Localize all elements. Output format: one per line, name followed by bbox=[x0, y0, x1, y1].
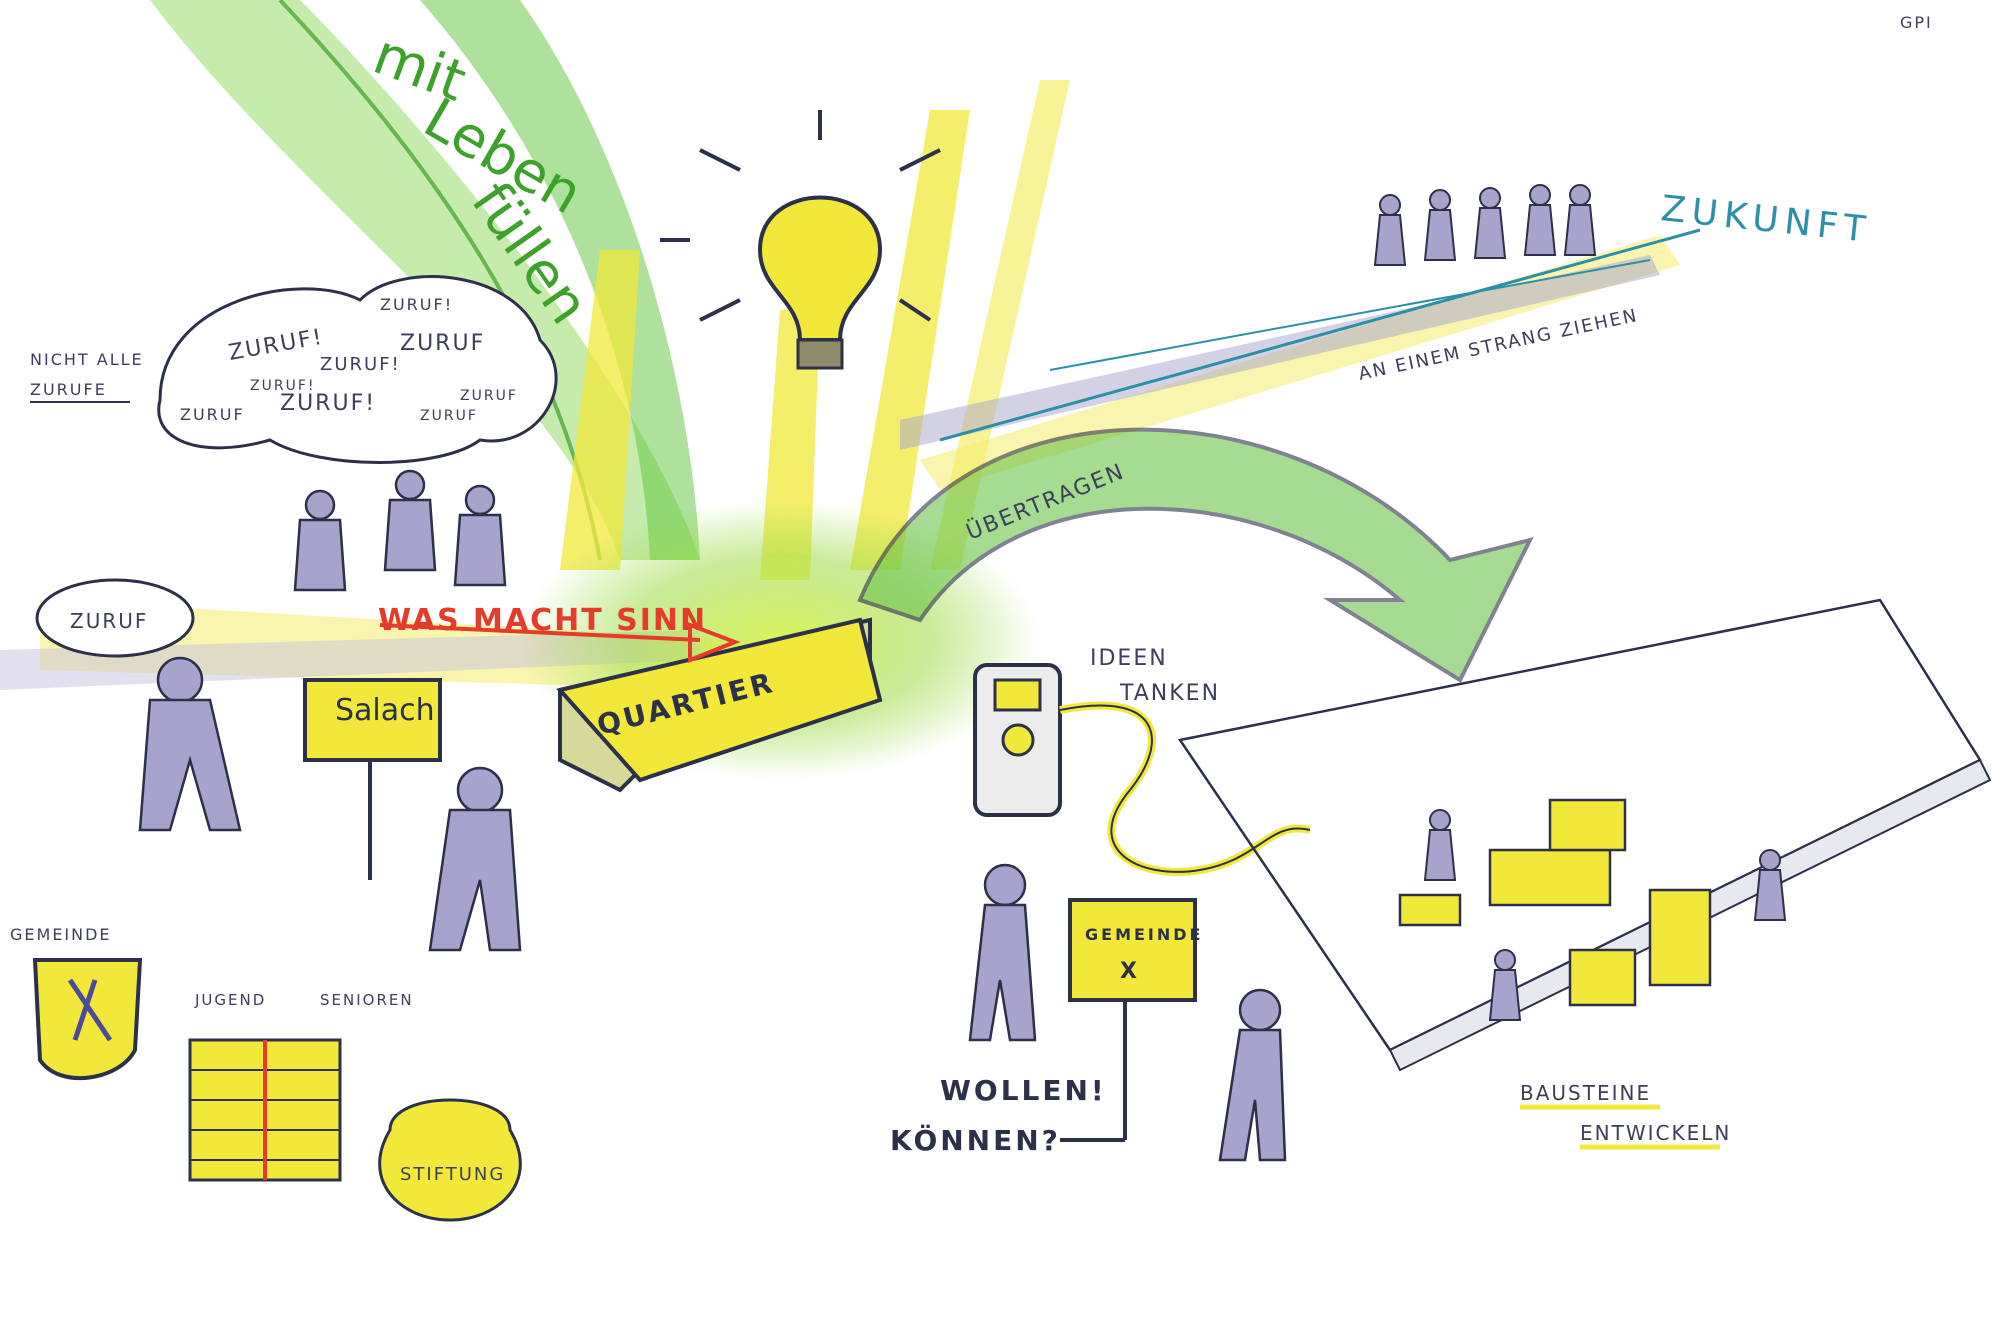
coin-stack: JUGEND SENIOREN bbox=[188, 991, 414, 1182]
people-group-left bbox=[138, 469, 522, 952]
svg-text:WOLLEN!: WOLLEN! bbox=[940, 1074, 1107, 1107]
svg-text:WAS MACHT SINN: WAS MACHT SINN bbox=[378, 603, 707, 638]
svg-text:ENTWICKELN: ENTWICKELN bbox=[1580, 1121, 1731, 1145]
svg-text:ZURUF!: ZURUF! bbox=[250, 378, 315, 394]
svg-text:ZURUF!: ZURUF! bbox=[280, 391, 376, 416]
svg-text:BAUSTEINE: BAUSTEINE bbox=[1520, 1081, 1651, 1105]
gemeinde-shield-icon: GEMEINDE bbox=[10, 925, 143, 1081]
was-macht-sinn: WAS MACHT SINN bbox=[378, 603, 741, 663]
nicht-alle-zurufe: NICHT ALLE ZURUFE bbox=[30, 350, 144, 403]
signature: GPI bbox=[1900, 13, 1933, 32]
svg-text:ZURUF: ZURUF bbox=[460, 388, 518, 404]
svg-text:SENIOREN: SENIOREN bbox=[320, 991, 414, 1009]
zuruf-speech-bubble: ZURUF! ZURUF! ZURUF ZURUF! ZURUF ZURUF! … bbox=[157, 275, 558, 464]
svg-text:JUGEND: JUGEND bbox=[194, 991, 266, 1009]
svg-text:STIFTUNG: STIFTUNG bbox=[400, 1164, 505, 1185]
quartier-box: QUARTIER bbox=[556, 617, 883, 793]
svg-text:ZURUF: ZURUF bbox=[180, 405, 245, 424]
lightbulb-icon bbox=[660, 110, 941, 370]
fuel-pump-icon: IDEEN TANKEN bbox=[973, 646, 1311, 876]
rope-team: ZUKUNFT AN EINEM STRANG ZIEHEN bbox=[939, 184, 1873, 442]
sign-salach: Salach bbox=[303, 678, 442, 880]
svg-text:GEMEINDE: GEMEINDE bbox=[10, 925, 112, 944]
svg-text:Salach: Salach bbox=[335, 693, 435, 728]
svg-text:ZURUF!: ZURUF! bbox=[380, 295, 453, 314]
building-platform: BAUSTEINE ENTWICKELN bbox=[1177, 598, 1992, 1150]
svg-text:GEMEINDE: GEMEINDE bbox=[1085, 925, 1203, 944]
svg-text:X: X bbox=[1120, 959, 1140, 984]
svg-text:ZURUF: ZURUF bbox=[400, 331, 485, 356]
svg-text:NICHT ALLE: NICHT ALLE bbox=[30, 350, 144, 369]
svg-text:TANKEN: TANKEN bbox=[1119, 681, 1220, 706]
svg-text:IDEEN: IDEEN bbox=[1090, 646, 1168, 671]
stiftung-pot: STIFTUNG bbox=[378, 1098, 522, 1222]
zuruf-small-bubble: ZURUF bbox=[35, 578, 195, 658]
svg-text:ZURUF: ZURUF bbox=[420, 408, 478, 424]
svg-text:ZURUF!: ZURUF! bbox=[320, 354, 401, 375]
svg-text:ZURUFE: ZURUFE bbox=[30, 380, 107, 399]
gemeinde-x-sign: GEMEINDE X WOLLEN! KÖNNEN? bbox=[890, 863, 1287, 1162]
svg-text:KÖNNEN?: KÖNNEN? bbox=[890, 1123, 1061, 1157]
zukunft-label: ZUKUNFT bbox=[1659, 188, 1873, 251]
svg-text:ZURUF: ZURUF bbox=[70, 609, 148, 633]
